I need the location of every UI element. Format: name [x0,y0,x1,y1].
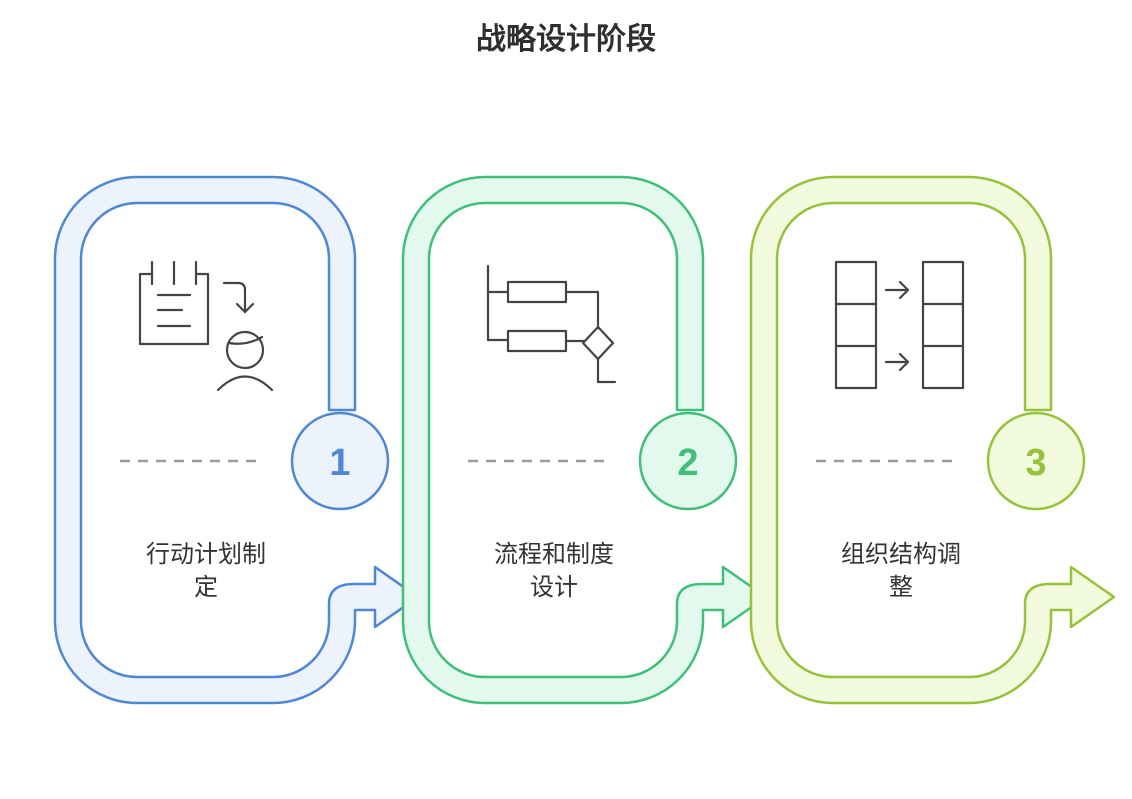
flow-connector-top [564,290,600,330]
step-3-label: 组织结构调 整 [801,538,1001,604]
org-structure-icon [834,260,965,390]
flow-box-top [506,280,568,304]
step-1-label: 行动计划制 定 [106,538,306,604]
step-1-number-badge [290,411,390,511]
decision-diamond [581,325,615,361]
down-arrow-head [235,302,255,314]
planning-person-icon [138,260,274,392]
step-3-label-line-2: 整 [889,573,913,601]
step-2-label-line-1: 流程和制度 [494,540,614,568]
step-3-label-line-1: 组织结构调 [841,540,961,568]
step-2-label: 流程和制度 设计 [454,538,654,604]
org-column-left [834,260,878,390]
person-hair [227,335,264,345]
step-2-number: 2 [677,442,698,484]
process-flowchart-icon [486,264,617,384]
step-3-card: 3 [749,175,1116,705]
step-1-number: 1 [329,442,350,484]
down-arrow-shaft [222,281,247,314]
org-arrow-bottom-head [898,352,910,372]
clipboard-outline [138,272,210,346]
step-1-label-line-2: 定 [194,573,218,601]
step-3-number-badge [986,411,1086,511]
step-2-card: 2 [401,175,768,705]
step-1-ring-arrow [53,175,420,705]
org-column-right [921,260,965,390]
step-3-ring-arrow [749,175,1116,705]
step-1-card: 1 [53,175,420,705]
step-3-number: 3 [1025,442,1046,484]
person-shoulders [216,375,274,392]
person-head [225,330,265,370]
flow-box-bottom [506,329,568,353]
step-2-label-line-2: 设计 [530,573,578,601]
step-1-label-line-1: 行动计划制 [146,540,266,568]
step-2-number-badge [638,411,738,511]
page-title: 战略设计阶段 [476,22,656,57]
step-2-ring-arrow [401,175,768,705]
org-arrow-top-head [898,280,910,300]
flow-exit [596,357,617,384]
